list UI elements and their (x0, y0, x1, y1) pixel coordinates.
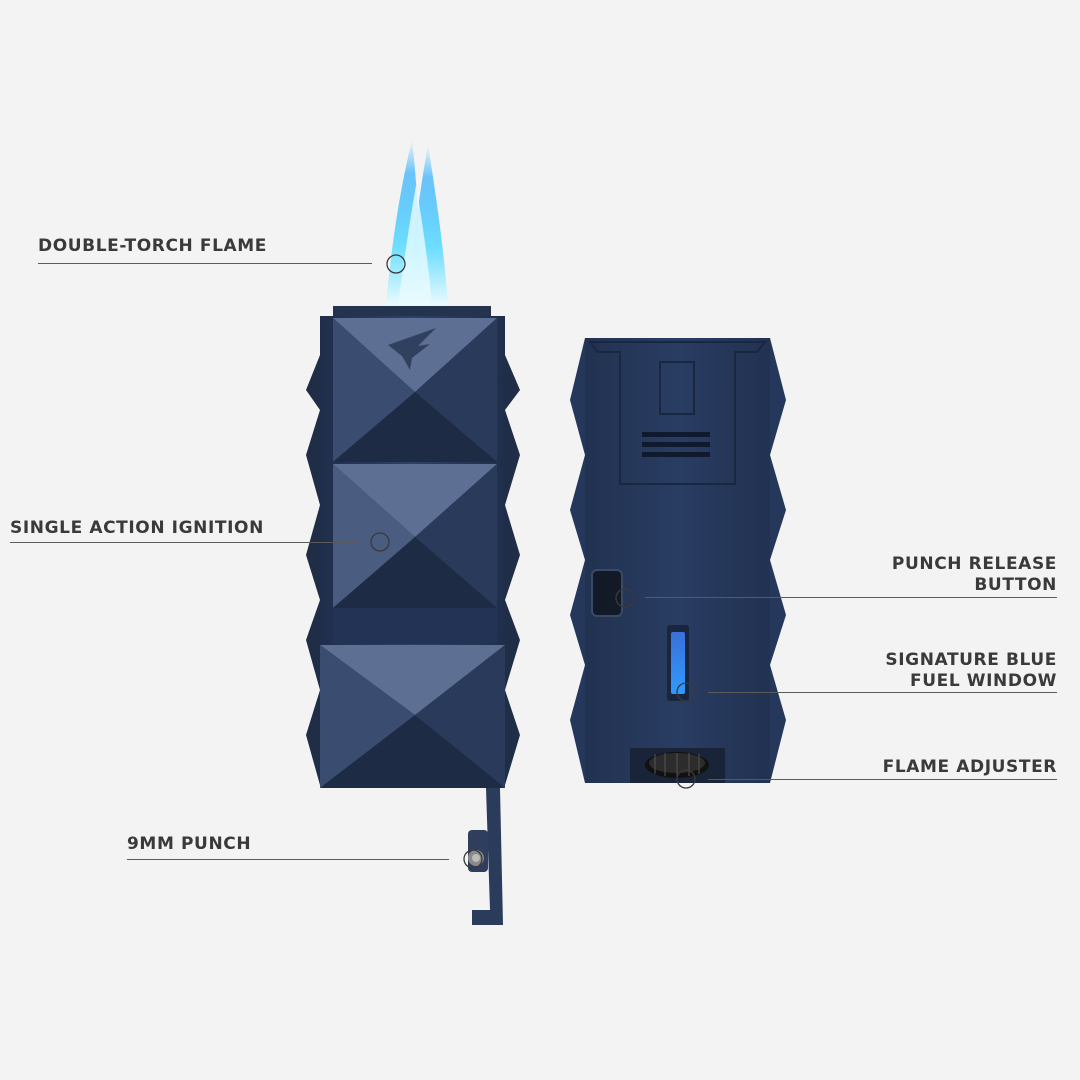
left-lighter (306, 306, 520, 925)
pyramid-facet-bottom (320, 645, 505, 788)
right-lighter (570, 338, 786, 783)
callout-circle-icon (615, 588, 635, 608)
label-single-action-ignition: SINGLE ACTION IGNITION (10, 518, 264, 538)
callout-circle-icon (386, 254, 406, 274)
label-punch-release-line1: PUNCH RELEASE (891, 554, 1057, 574)
label-flame-adjuster: FLAME ADJUSTER (882, 757, 1057, 777)
callout-circle-icon (463, 849, 483, 869)
callout-line-release (645, 597, 1057, 598)
callout-circle-icon (676, 769, 696, 789)
label-9mm-punch: 9MM PUNCH (127, 834, 252, 854)
callout-line-fuel (708, 692, 1057, 693)
hummingbird-logo-icon (388, 328, 436, 370)
callout-line-punch (127, 859, 449, 860)
vent-grille (642, 432, 710, 457)
callout-circle-icon (370, 532, 390, 552)
label-double-torch-flame: DOUBLE-TORCH FLAME (38, 236, 268, 256)
punch-arm (468, 788, 503, 925)
callout-line-adjuster (708, 779, 1057, 780)
callout-line-ignition (10, 542, 358, 543)
label-punch-release-line2: BUTTON (974, 575, 1057, 595)
callout-circle-icon (676, 682, 696, 702)
flame-adjuster[interactable] (630, 748, 725, 783)
label-fuel-window-line2: FUEL WINDOW (910, 671, 1057, 691)
label-fuel-window-line1: SIGNATURE BLUE (885, 650, 1057, 670)
ignition-button[interactable] (333, 464, 497, 608)
punch-release-button[interactable] (591, 569, 623, 617)
callout-line-flame (38, 263, 372, 264)
double-torch-flame (386, 140, 448, 305)
